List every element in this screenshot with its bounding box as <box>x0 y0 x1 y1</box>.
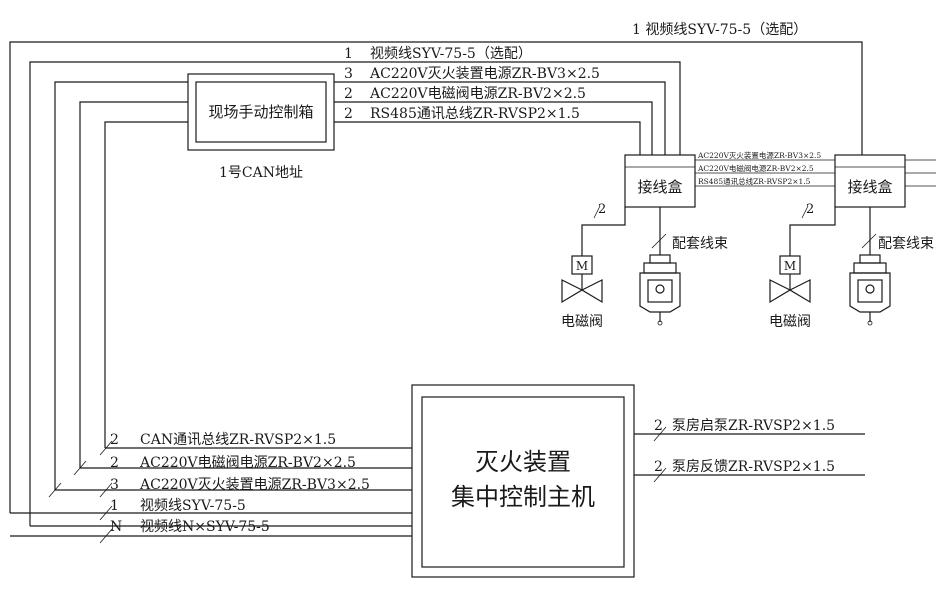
small-line-label: AC220V灭火装置电源ZR-BV3×2.5 <box>697 150 821 160</box>
host-line-count: 2 <box>110 432 119 448</box>
central-host-title-2: 集中控制主机 <box>451 483 595 511</box>
line-label: RS485通讯总线ZR-RVSP2×1.5 <box>370 106 580 122</box>
line-label: 视频线SYV-75-5（选配） <box>370 46 532 62</box>
valve-wire-1 <box>581 207 626 256</box>
line-count: 1 <box>344 46 353 62</box>
wire-box-valve-power <box>334 101 653 155</box>
wire-box-fire-power <box>334 81 666 155</box>
wire-box-rs485 <box>334 121 641 155</box>
fire-nozzle-icon <box>639 254 681 326</box>
host-right-label: 泵房反馈ZR-RVSP2×1.5 <box>672 459 835 475</box>
solenoid-valve-icon: M <box>769 255 811 304</box>
central-host-inner <box>421 396 625 568</box>
can-address-label: 1号CAN地址 <box>219 165 303 181</box>
line-count: 3 <box>344 66 353 82</box>
host-line-label: 视频线SYV-75-5 <box>140 498 246 514</box>
valve-wire-count: 2 <box>598 202 606 217</box>
svg-text:M: M <box>784 259 796 273</box>
host-right-count: 2 <box>654 459 663 475</box>
line-label: AC220V电磁阀电源ZR-BV2×2.5 <box>369 86 586 102</box>
manual-control-box-outer <box>187 73 335 151</box>
harness-label-cut: 配套线束 <box>878 236 934 252</box>
valve-label: 电磁阀 <box>561 314 603 330</box>
host-line-label: AC220V灭火装置电源ZR-BV3×2.5 <box>139 477 370 493</box>
central-host-title-1: 灭火装置 <box>475 448 571 476</box>
wire-left-3 <box>54 81 188 490</box>
solenoid-valve-icon: M <box>561 255 603 304</box>
top-video-wire <box>9 41 863 513</box>
central-host-outer <box>411 384 635 578</box>
small-line-label: RS485通讯总线ZR-RVSP2×1.5 <box>698 176 811 186</box>
wire-left-1 <box>104 121 188 448</box>
junction-box-1-label: 接线盒 <box>637 178 682 196</box>
host-line-count: N <box>110 519 122 535</box>
manual-control-box-title: 现场手动控制箱 <box>208 103 313 121</box>
fire-nozzle-icon <box>849 254 891 326</box>
host-line-label: AC220V电磁阀电源ZR-BV2×2.5 <box>139 455 356 471</box>
valve-wire-count: 2 <box>806 202 814 217</box>
line-count: 2 <box>344 86 353 102</box>
small-line-label: AC220V电磁阀电源ZR-BV2×2.5 <box>697 163 814 173</box>
manual-control-box-inner <box>195 81 327 143</box>
valve-wire-2 <box>789 207 836 256</box>
host-line-count: 2 <box>110 455 119 471</box>
host-line-count: 3 <box>110 477 119 493</box>
host-right-count: 2 <box>654 418 663 434</box>
top-video-line-label: 1 视频线SYV-75-5（选配） <box>632 22 807 38</box>
host-line-count: 1 <box>110 498 119 514</box>
host-line-label: CAN通讯总线ZR-RVSP2×1.5 <box>140 432 336 448</box>
svg-text:M: M <box>576 259 588 273</box>
valve-label: 电磁阀 <box>769 314 811 330</box>
wire-left-2 <box>79 101 188 468</box>
harness-label: 配套线束 <box>672 236 728 252</box>
host-right-label: 泵房启泵ZR-RVSP2×1.5 <box>672 418 835 434</box>
host-line-label: 视频线N×SYV-75-5 <box>140 519 270 535</box>
line-count: 2 <box>344 106 353 122</box>
line-label: AC220V灭火装置电源ZR-BV3×2.5 <box>369 66 600 82</box>
wire-video-optional <box>29 61 681 526</box>
junction-box-2-label: 接线盒 <box>847 178 892 196</box>
